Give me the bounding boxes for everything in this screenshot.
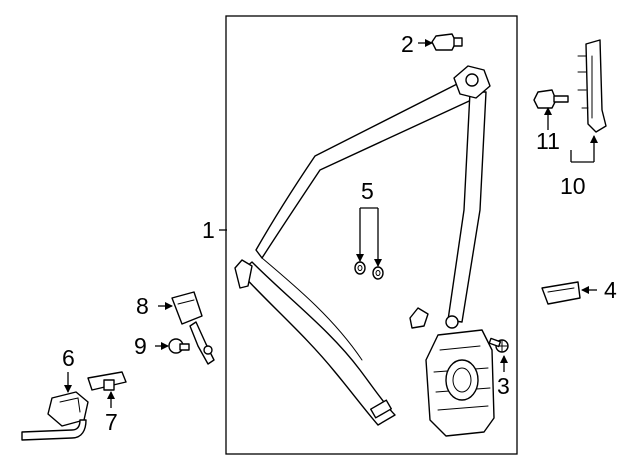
upper-anchor-d-ring [453,65,491,99]
buckle-assembly-part-6 [21,391,89,441]
bolt-part-2 [431,33,463,51]
seat-belt-webbing [234,79,487,426]
callout-4: 4 [604,277,617,303]
retractor-assembly [409,307,495,437]
leader-lines [64,39,598,408]
cover-part-4 [541,281,581,305]
bracket-part-7 [87,371,127,391]
callout-8: 8 [136,293,149,319]
callout-6: 6 [62,345,75,371]
callout-9: 9 [134,333,147,359]
bolt-part-3 [488,337,509,353]
callout-2: 2 [401,31,414,57]
assembly-frame [225,15,518,455]
height-adjuster-part-10 [577,39,607,133]
callout-10: 10 [560,173,586,199]
bolt-part-9 [168,338,190,354]
washers-part-5 [354,261,384,280]
callout-7: 7 [105,409,118,435]
callout-3: 3 [497,373,510,399]
buckle-part-8 [171,291,215,365]
callout-5: 5 [361,178,374,204]
callout-1: 1 [202,217,215,243]
callout-11: 11 [536,128,560,154]
bolt-part-11 [533,89,569,109]
